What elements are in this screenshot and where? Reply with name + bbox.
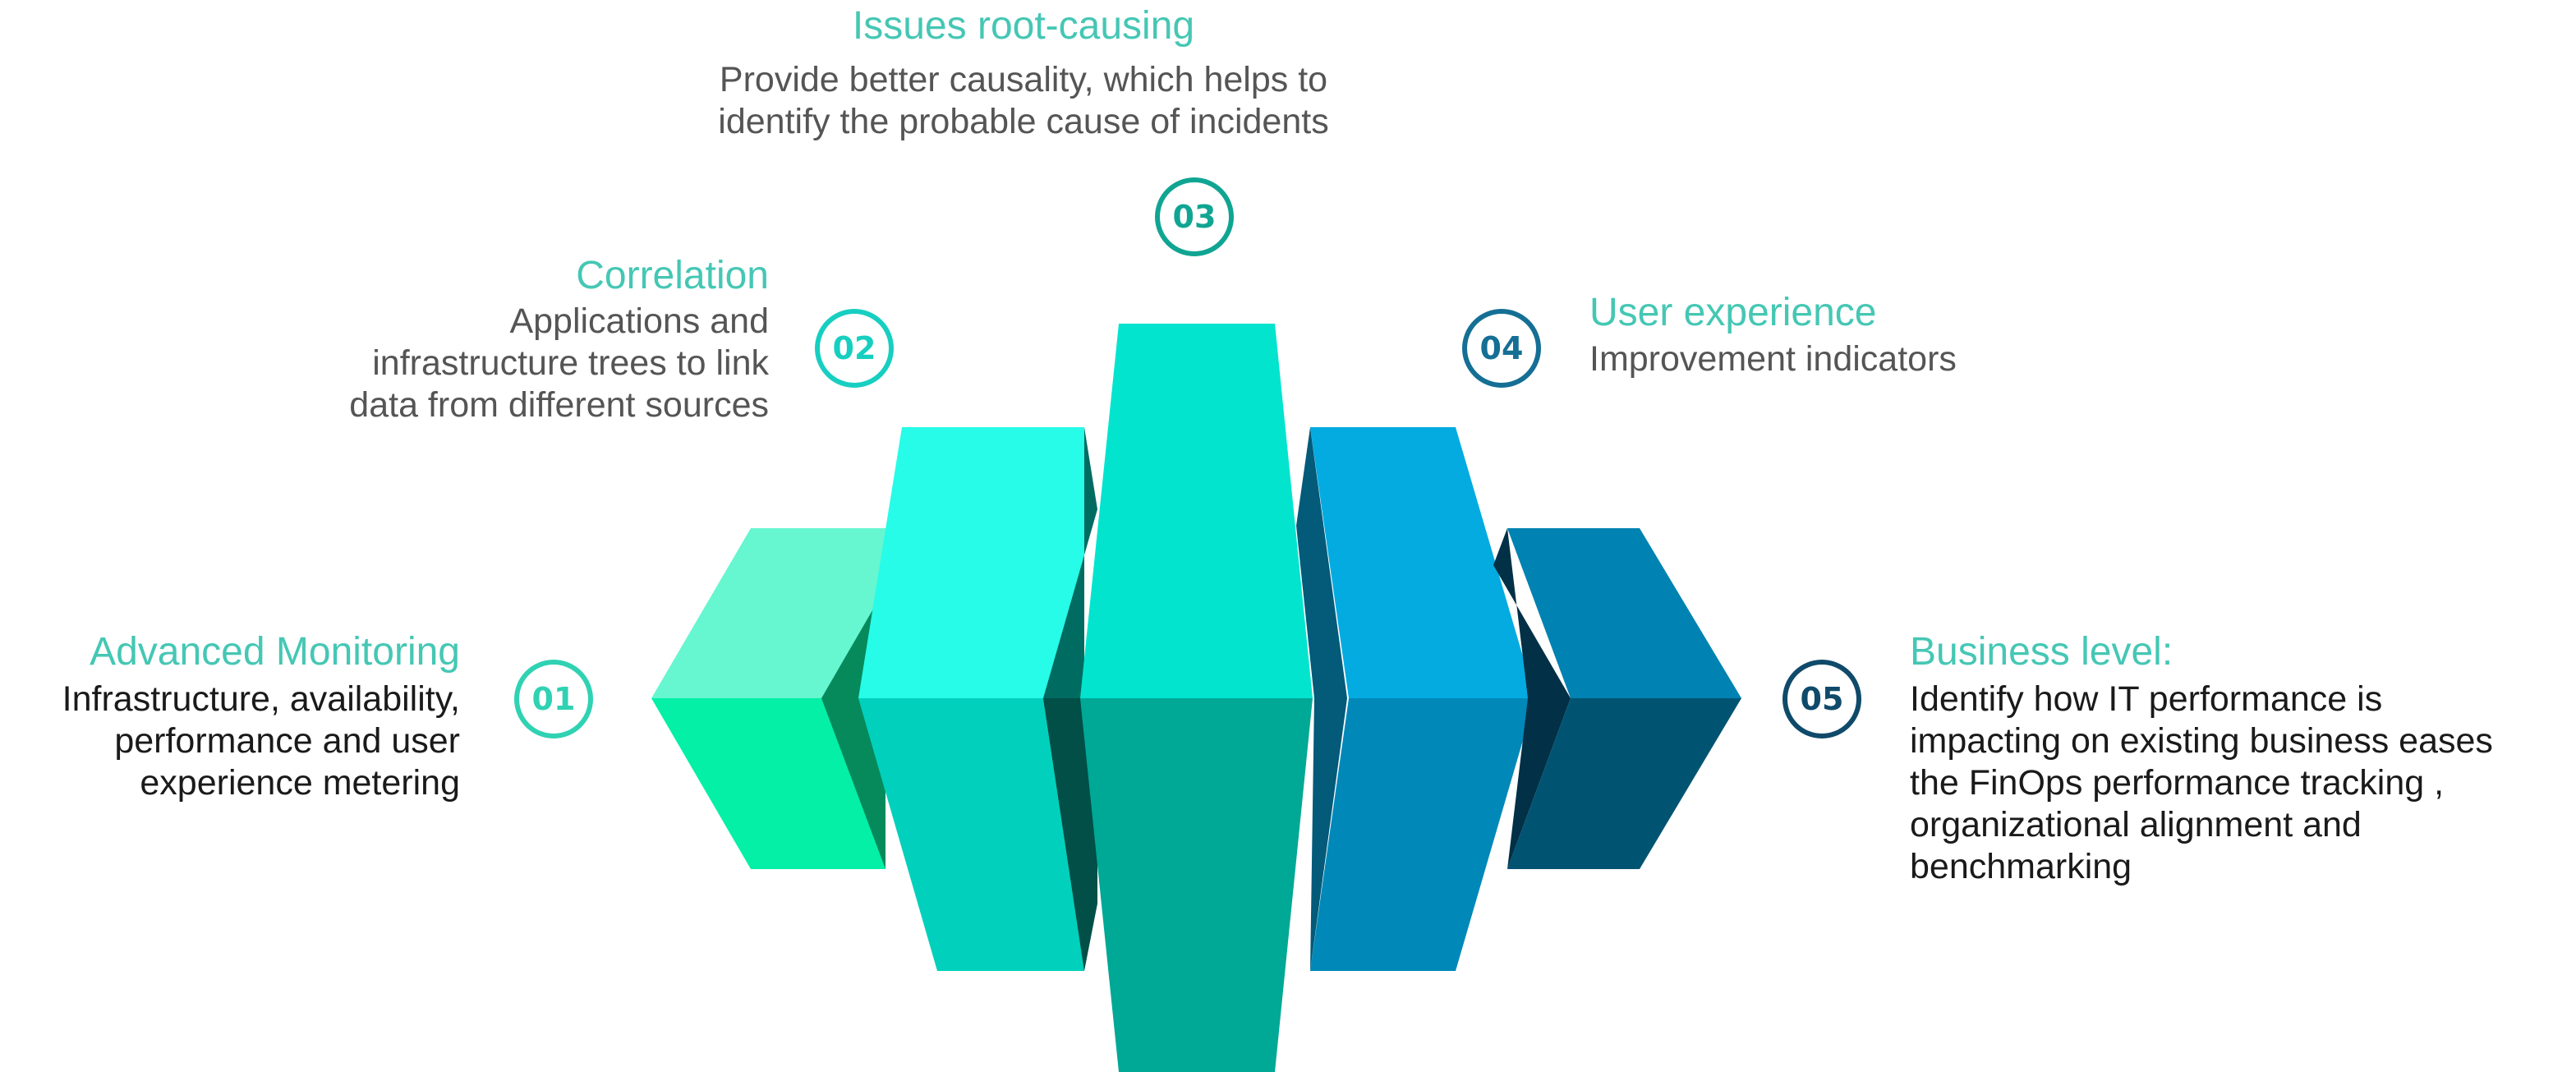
step-02-title: Correlation	[576, 254, 769, 297]
step-01-description: Infrastructure, availability, performanc…	[62, 679, 460, 803]
block-04-side	[1296, 427, 1347, 971]
step-02-description: Applications and infrastructure trees to…	[349, 301, 769, 425]
block-03-bottom	[1080, 698, 1313, 1072]
step-04-title: User experience	[1589, 291, 1877, 334]
step-03-title: Issues root-causing	[852, 4, 1195, 48]
block-02-top	[858, 427, 1084, 698]
block-05-side	[1493, 528, 1571, 869]
block-02-side-lower	[1043, 698, 1097, 971]
block-01-bottom	[651, 698, 886, 869]
step-05-description: Identify how IT performance is impacting…	[1910, 679, 2493, 886]
step-04-badge: 04	[1462, 309, 1541, 388]
block-04-bottom	[1310, 698, 1535, 971]
step-03-badge: 03	[1155, 177, 1234, 256]
step-05-badge: 05	[1782, 660, 1861, 738]
step-04-description: Improvement indicators	[1589, 339, 1957, 379]
block-05-bottom	[1507, 698, 1741, 869]
step-01-title: Advanced Monitoring	[90, 630, 460, 674]
block-04-top	[1310, 427, 1535, 698]
block-03-top	[1080, 324, 1313, 698]
block-01-top	[651, 528, 886, 698]
step-03-description: Provide better causality, which helps to…	[718, 60, 1329, 141]
step-05-title: Business level:	[1910, 630, 2174, 674]
step-01-badge: 01	[514, 660, 593, 738]
block-05-top	[1507, 528, 1741, 698]
step-02-badge: 02	[815, 309, 894, 388]
block-02-bottom	[858, 698, 1084, 971]
